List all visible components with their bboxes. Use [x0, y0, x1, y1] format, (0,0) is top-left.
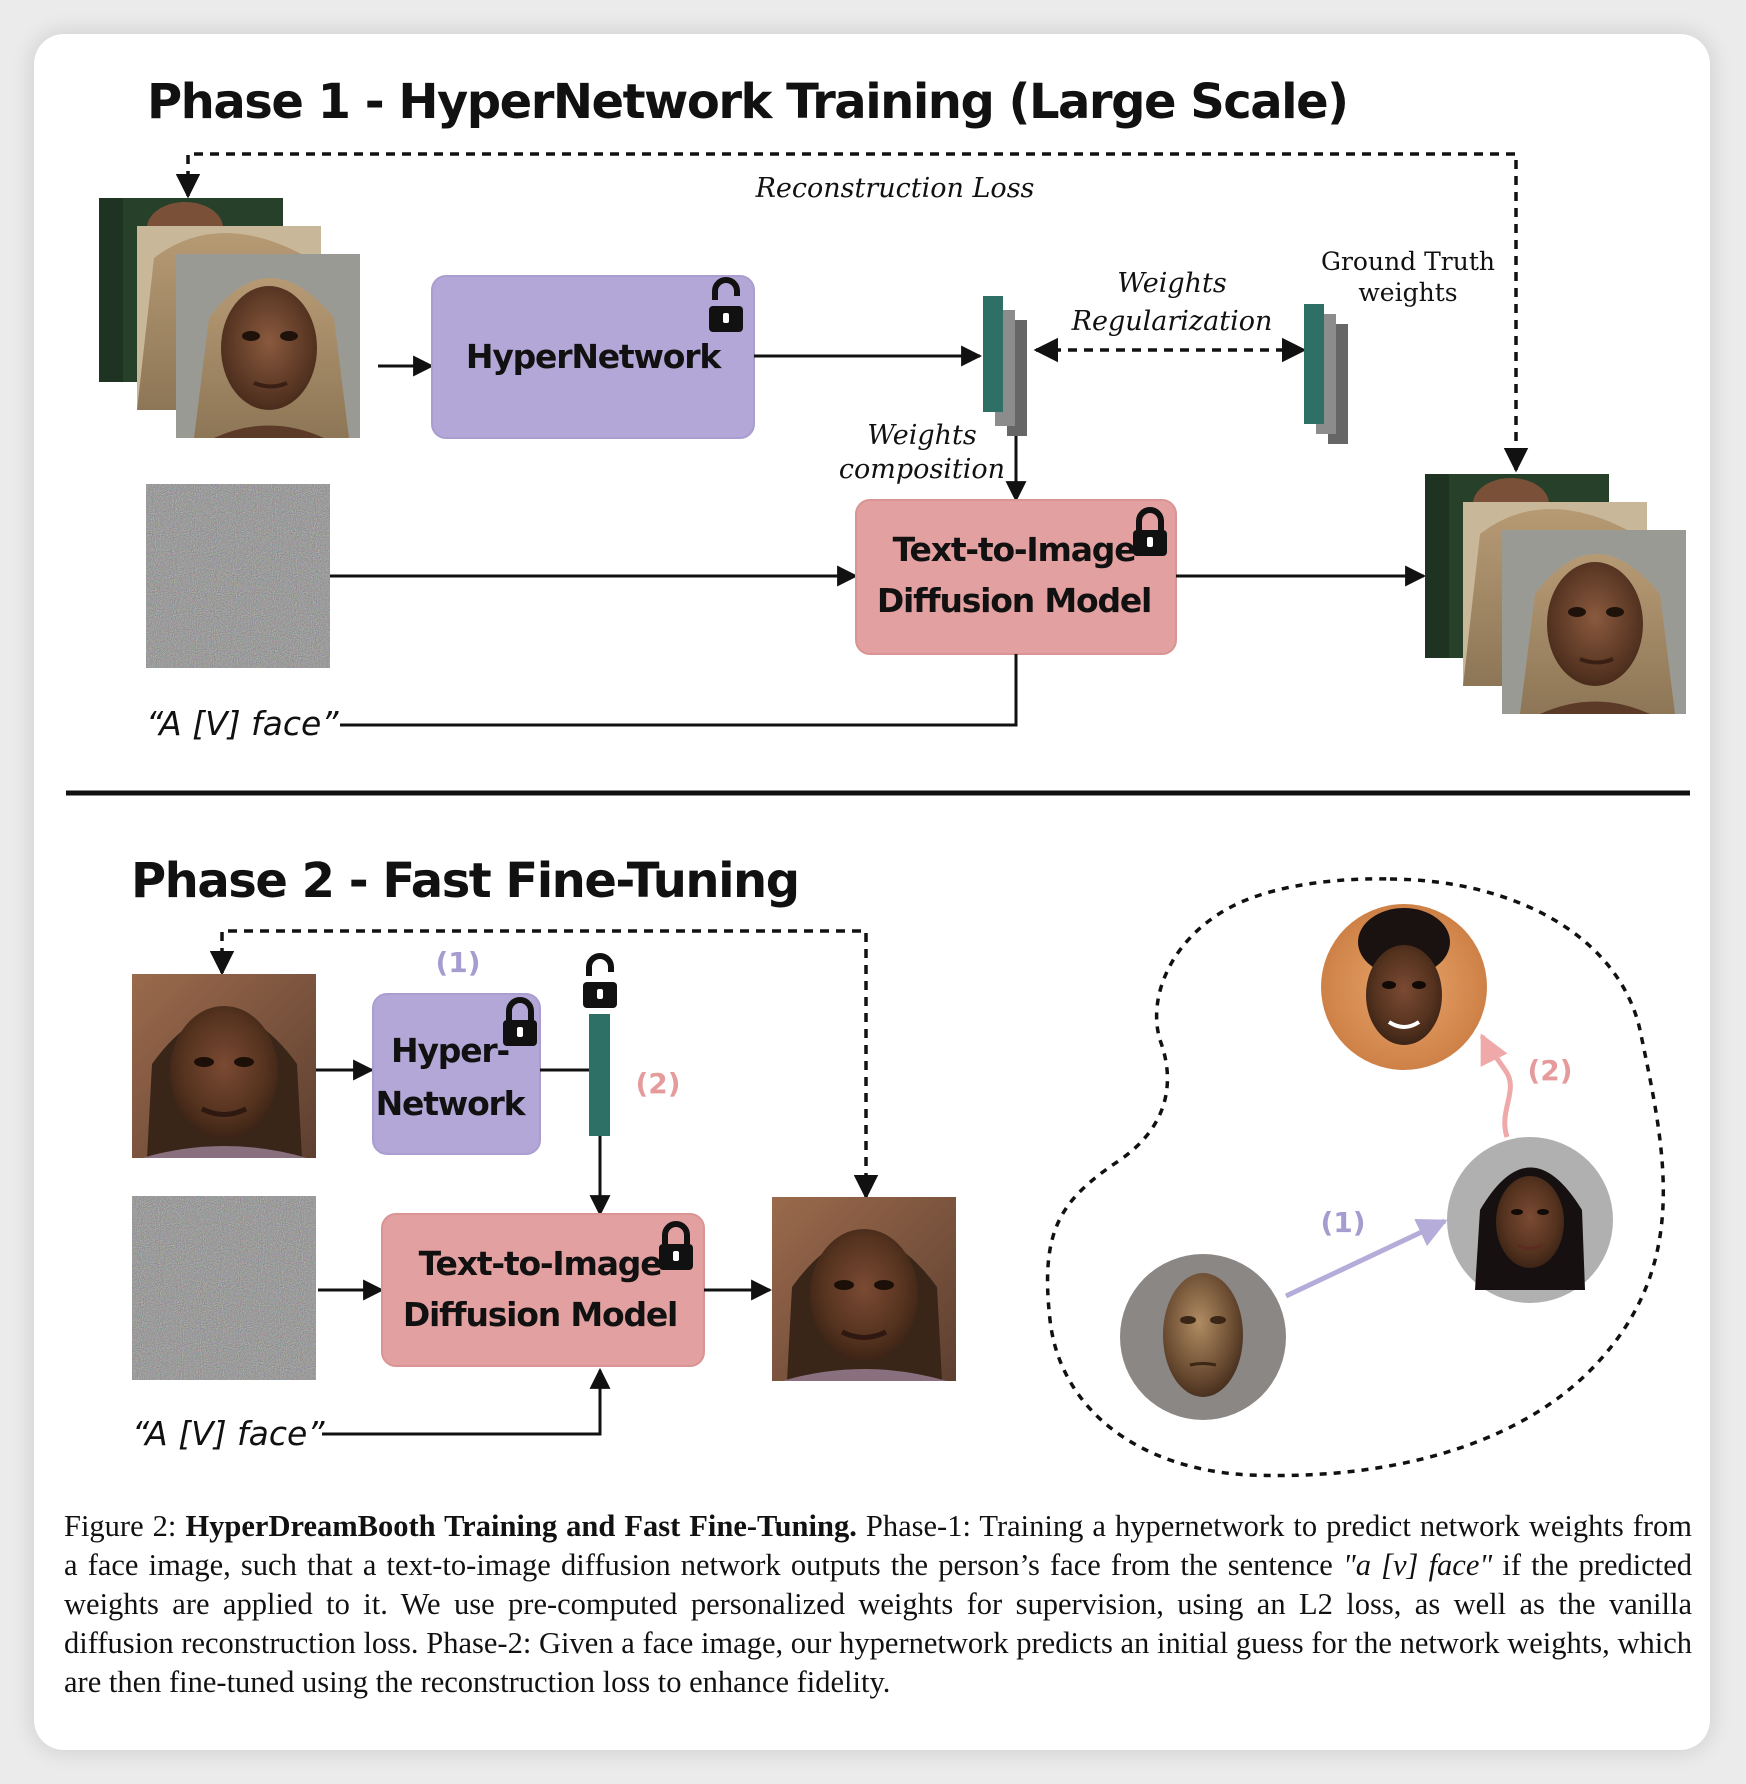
finetuned-face-circle [1321, 904, 1487, 1070]
weights-composition-label-2: composition [839, 454, 1005, 485]
space-step2-arrow [1479, 1033, 1513, 1138]
phase2-hyper-label-2: Network [376, 1084, 527, 1123]
initial-face-circle [1120, 1254, 1286, 1420]
phase2-hypernetwork-box [372, 993, 541, 1155]
phase2-title: Phase 2 - Fast Fine-Tuning [131, 853, 799, 909]
phase2-weights-icon [589, 1014, 610, 1136]
phase2-weights-unlock-icon [583, 956, 617, 1008]
phase2-step1-label: (1) [435, 946, 480, 979]
phase2-noise-image [132, 1196, 316, 1380]
phase2-reconstruction-arrow [209, 929, 879, 1200]
phase2-diffusion-box [381, 1213, 705, 1367]
weights-composition-label-1: Weights [867, 420, 977, 451]
caption-italic-prompt: "a [v] face" [1342, 1548, 1493, 1582]
hypernetwork-label: HyperNetwork [466, 337, 722, 376]
reconstruction-loss-label: Reconstruction Loss [755, 173, 1035, 204]
output-face-stack [1423, 472, 1688, 716]
ground-truth-label-2: weights [1358, 278, 1457, 307]
phase1-title: Phase 1 - HyperNetwork Training (Large S… [147, 74, 1348, 130]
diffusion-label-2: Diffusion Model [877, 581, 1151, 620]
space-step2-label: (2) [1527, 1054, 1572, 1087]
phase1-prompt: “A [V] face” [146, 704, 339, 743]
figure-caption: Figure 2: HyperDreamBooth Training and F… [64, 1507, 1692, 1702]
prompt-connector [340, 654, 1018, 727]
diffusion-label-1: Text-to-Image [893, 530, 1136, 569]
phase2-output-face [772, 1197, 956, 1381]
predicted-face-circle [1447, 1137, 1613, 1303]
ground-truth-weights-icon [1304, 304, 1348, 444]
space-step1-arrow [1284, 1218, 1448, 1299]
phase2-input-face [132, 974, 316, 1158]
predicted-weights-icon [983, 296, 1027, 436]
noise-input-image [146, 484, 330, 668]
ground-truth-label-1: Ground Truth [1321, 247, 1495, 276]
phase2-hyper-label-1: Hyper- [391, 1031, 509, 1070]
phase2-diffusion-label-1: Text-to-Image [419, 1244, 662, 1283]
phase2-diffusion-label-2: Diffusion Model [403, 1295, 677, 1334]
weights-regularization-label-1: Weights [1117, 268, 1227, 299]
phase2-prompt-arrow [322, 1367, 611, 1436]
diffusion-model-box [855, 499, 1177, 655]
caption-part1: Phase-1: Training a hypernetwork to pred… [64, 1509, 1693, 1582]
caption-bold-title: HyperDreamBooth Training and Fast Fine-T… [185, 1509, 857, 1543]
caption-part2: if the predicted weights are applied to … [64, 1548, 1693, 1699]
phase2-step2-label: (2) [635, 1067, 680, 1100]
reconstruction-loss-arrow [175, 152, 1529, 473]
diagram: Phase 1 - HyperNetwork Training (Large S… [66, 74, 1690, 1478]
weights-regularization-label-2: Regularization [1071, 306, 1273, 337]
space-step1-label: (1) [1320, 1206, 1365, 1239]
input-face-stack [97, 196, 362, 440]
phase2-prompt: “A [V] face” [132, 1414, 325, 1453]
caption-label: Figure 2: [64, 1509, 177, 1543]
